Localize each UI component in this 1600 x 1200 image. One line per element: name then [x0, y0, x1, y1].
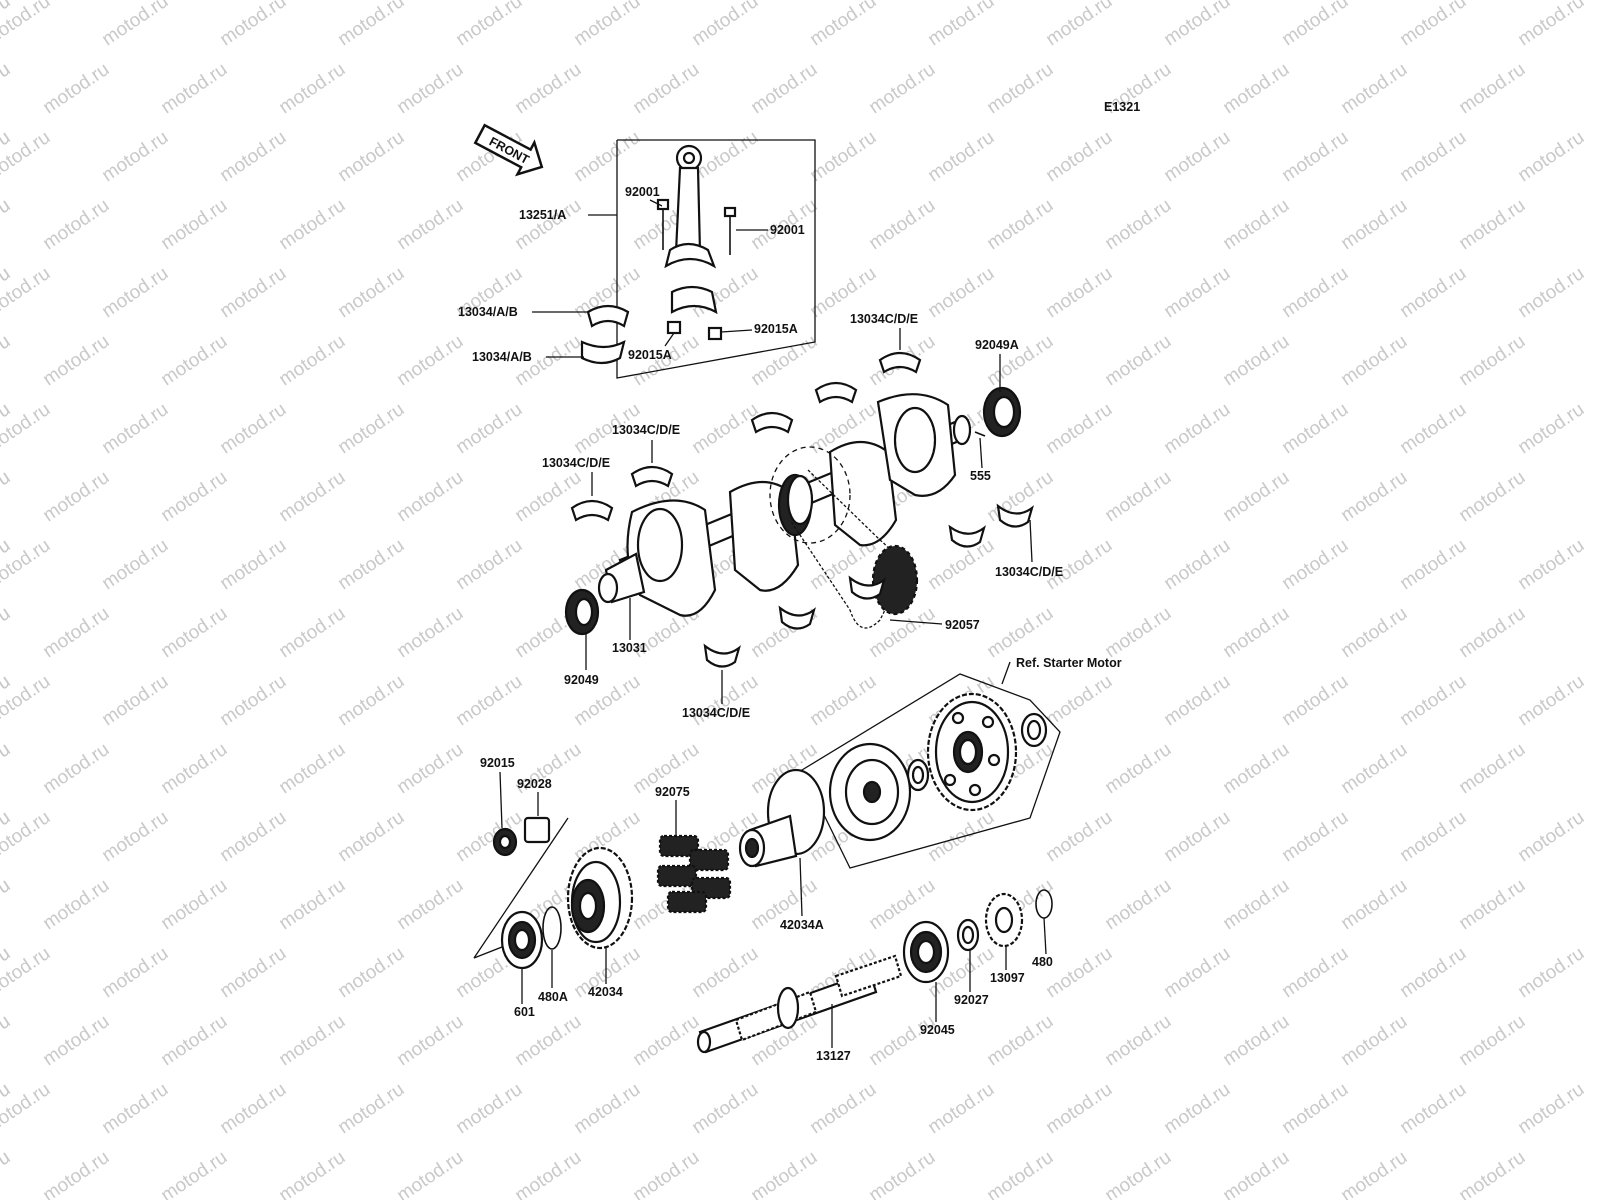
- cam-chain: [789, 469, 919, 629]
- label-601: 601: [514, 1005, 535, 1019]
- label-92001-right: 92001: [770, 223, 805, 237]
- crankshaft: [597, 393, 972, 617]
- label-92057: 92057: [945, 618, 980, 632]
- label-13034cde-4: 13034C/D/E: [995, 565, 1063, 579]
- label-92001-left: 92001: [625, 185, 660, 199]
- label-480a: 480A: [538, 990, 568, 1004]
- connecting-rod: [664, 144, 718, 315]
- oil-seal-left: [564, 588, 600, 636]
- damper-rubbers: [656, 834, 732, 914]
- label-13034cde-1: 13034C/D/E: [850, 312, 918, 326]
- main-bearing-9: [778, 605, 816, 630]
- label-92045: 92045: [920, 1023, 955, 1037]
- circlip-480: [1035, 889, 1053, 919]
- label-42034: 42034: [588, 985, 623, 999]
- label-92015: 92015: [480, 756, 515, 770]
- starter-washer-mid: [906, 758, 930, 792]
- label-92027: 92027: [954, 993, 989, 1007]
- label-13097: 13097: [990, 971, 1025, 985]
- label-92028: 92028: [517, 777, 552, 791]
- collar-92027: [956, 918, 980, 952]
- label-92075: 92075: [655, 785, 690, 799]
- label-13127: 13127: [816, 1049, 851, 1063]
- starter-driven-gear: [926, 692, 1018, 812]
- oil-seal-right: [982, 386, 1022, 438]
- damper-hub: [738, 768, 826, 868]
- conrod-nut-right: [707, 326, 723, 341]
- conrod-nut-left: [666, 320, 682, 335]
- label-13034cde-2: 13034C/D/E: [612, 423, 680, 437]
- main-bearing-5: [878, 351, 922, 374]
- collar-92028: [523, 816, 551, 844]
- main-bearing-3: [750, 411, 794, 434]
- label-480: 480: [1032, 955, 1053, 969]
- gear-42034: [566, 846, 634, 950]
- front-arrow: FRONT: [473, 123, 544, 177]
- label-13034cde-5: 13034C/D/E: [682, 706, 750, 720]
- label-42034a: 42034A: [780, 918, 824, 932]
- label-92049: 92049: [564, 673, 599, 687]
- ball-bearing-601: [500, 910, 544, 970]
- main-bearing-2: [630, 465, 674, 488]
- conrod-bearing-bottom: [580, 339, 626, 365]
- label-13251a: 13251/A: [519, 208, 566, 222]
- label-ref-starter: Ref. Starter Motor: [1016, 656, 1122, 670]
- label-13031: 13031: [612, 641, 647, 655]
- conrod-group-box: [616, 139, 816, 379]
- label-555: 555: [970, 469, 991, 483]
- ball-bearing-92045: [902, 920, 950, 984]
- gear-13097: [984, 892, 1024, 948]
- starter-clutch-box: [801, 673, 1061, 869]
- label-92015a-right: 92015A: [754, 322, 798, 336]
- diagram-code: E1321: [1104, 100, 1140, 114]
- circlip-480a: [542, 906, 562, 950]
- label-92015a-left: 92015A: [628, 348, 672, 362]
- bracket-line-1: [473, 817, 569, 959]
- label-92049a: 92049A: [975, 338, 1019, 352]
- starter-clutch: [828, 742, 912, 842]
- main-bearing-8: [848, 575, 886, 600]
- conrod-bearing-top: [586, 304, 630, 328]
- main-bearing-6: [948, 524, 986, 548]
- label-13034ab-bottom: 13034/A/B: [472, 350, 532, 364]
- nut-92015: [492, 827, 518, 857]
- main-bearing-7: [996, 503, 1034, 528]
- conrod-bolt-right: [723, 206, 737, 255]
- pin-555: [974, 431, 986, 437]
- main-bearing-10: [703, 643, 741, 668]
- label-13034cde-3: 13034C/D/E: [542, 456, 610, 470]
- label-13034ab-top: 13034/A/B: [458, 305, 518, 319]
- starter-washer-right: [1020, 712, 1048, 748]
- output-shaft: [696, 954, 903, 1054]
- main-bearing-1: [570, 499, 614, 522]
- conrod-bolt-left: [656, 198, 670, 250]
- main-bearing-4: [814, 381, 858, 404]
